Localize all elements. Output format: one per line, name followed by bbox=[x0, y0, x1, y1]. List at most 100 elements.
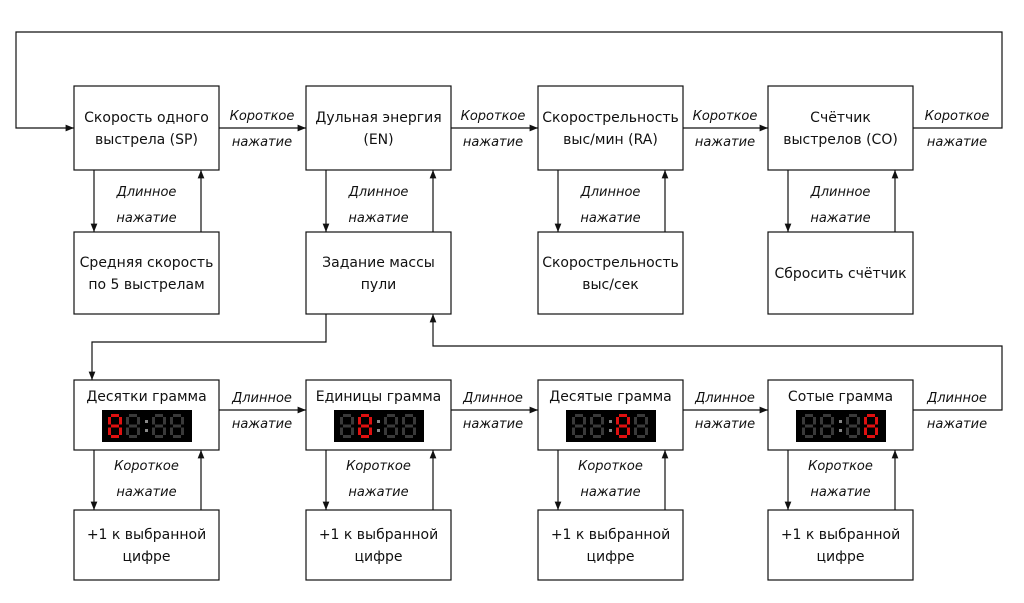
digit-box-tens: Десятки грамма bbox=[73, 379, 220, 451]
segment bbox=[181, 427, 184, 435]
connector bbox=[88, 314, 327, 380]
mode-box-ra-line-2: выс/мин (RA) bbox=[563, 132, 658, 148]
segment bbox=[152, 427, 155, 435]
connector bbox=[15, 31, 1003, 132]
segment bbox=[413, 417, 416, 425]
display-digit-1 bbox=[802, 414, 816, 438]
segment bbox=[805, 414, 813, 417]
segment bbox=[108, 417, 111, 425]
segment bbox=[163, 427, 166, 435]
segment bbox=[849, 414, 857, 417]
segment bbox=[129, 414, 137, 417]
sub-box-reset-frame bbox=[767, 231, 914, 315]
segment bbox=[590, 427, 593, 435]
segment bbox=[413, 427, 416, 435]
short-press-label-top-3: Короткое нажатие bbox=[693, 109, 758, 150]
segment bbox=[867, 414, 875, 417]
display-digit-3 bbox=[616, 414, 630, 438]
long-press-label-mid-4-line-1: Длинное bbox=[810, 185, 871, 200]
short-press-label-bottom-3-line-1: Короткое bbox=[578, 459, 643, 474]
short-press-label-top-3-line-2: нажатие bbox=[695, 135, 755, 150]
segment bbox=[129, 424, 137, 428]
segment bbox=[864, 417, 867, 425]
sub-box-rate-frame bbox=[537, 231, 684, 315]
mode-box-co-line-2: выстрелов (CO) bbox=[783, 132, 898, 148]
digit-box-title: Единицы грамма bbox=[316, 389, 441, 405]
segment bbox=[619, 435, 627, 438]
increment-box-2-line-2: цифре bbox=[354, 549, 402, 565]
segment bbox=[361, 424, 369, 428]
short-press-label-top-3-line-1: Короткое bbox=[693, 109, 758, 124]
increment-box-2-frame bbox=[305, 509, 452, 581]
display-digit-2 bbox=[358, 414, 372, 438]
display-digit-3 bbox=[846, 414, 860, 438]
segment bbox=[864, 427, 867, 435]
segment bbox=[867, 435, 875, 438]
mode-box-en-line-1: Дульная энергия bbox=[315, 110, 441, 126]
segment bbox=[601, 427, 604, 435]
long-press-label-digit-1-line-1: Длинное bbox=[231, 391, 292, 406]
mode-box-en: Дульная энергия (EN) bbox=[305, 85, 452, 171]
segment bbox=[572, 427, 575, 435]
segment bbox=[343, 414, 351, 417]
segment bbox=[111, 435, 119, 438]
segment bbox=[137, 427, 140, 435]
segment bbox=[601, 417, 604, 425]
segment bbox=[813, 427, 816, 435]
digit-box-units: Единицы грамма bbox=[305, 379, 452, 451]
digit-box-title: Десятки грамма bbox=[86, 389, 206, 405]
segment bbox=[805, 435, 813, 438]
mode-box-co-frame bbox=[767, 85, 914, 171]
segment bbox=[849, 435, 857, 438]
segment bbox=[155, 424, 163, 428]
increment-box-3-line-2: цифре bbox=[586, 549, 634, 565]
display-colon-dot bbox=[839, 429, 842, 432]
segment bbox=[875, 417, 878, 425]
segment bbox=[575, 414, 583, 417]
short-press-label-top-2-line-2: нажатие bbox=[463, 135, 523, 150]
segment bbox=[634, 417, 637, 425]
segment bbox=[637, 424, 645, 428]
segment bbox=[813, 417, 816, 425]
segment bbox=[405, 435, 413, 438]
press-labels: КороткоенажатиеКороткоенажатиеКороткоена… bbox=[114, 109, 989, 500]
sub-box-reset: Сбросить счётчик bbox=[767, 231, 914, 315]
segment bbox=[627, 427, 630, 435]
segment bbox=[351, 427, 354, 435]
sub-box-avg-line-1: Средняя скорость bbox=[80, 255, 214, 271]
long-press-label-digit-2-line-2: нажатие bbox=[463, 417, 523, 432]
display-colon-dot bbox=[609, 420, 612, 423]
digit-box-tenths: Десятые грамма bbox=[537, 379, 684, 451]
segment bbox=[119, 417, 122, 425]
digit-box-hundredths: Сотые грамма bbox=[767, 379, 914, 451]
segment bbox=[645, 427, 648, 435]
segment bbox=[583, 417, 586, 425]
segment bbox=[119, 427, 122, 435]
display-digit-2 bbox=[590, 414, 604, 438]
segment bbox=[820, 417, 823, 425]
segment bbox=[340, 417, 343, 425]
segment bbox=[395, 427, 398, 435]
segment bbox=[384, 417, 387, 425]
long-press-label-mid-2-line-2: нажатие bbox=[348, 211, 408, 226]
segment bbox=[637, 435, 645, 438]
mode-box-sp-line-1: Скорость одного bbox=[84, 110, 209, 126]
short-press-label-bottom-1-line-2: нажатие bbox=[116, 485, 176, 500]
display-colon-dot bbox=[839, 420, 842, 423]
increment-box-4-line-2: цифре bbox=[816, 549, 864, 565]
mode-box-en-line-2: (EN) bbox=[363, 132, 393, 148]
segment bbox=[637, 414, 645, 417]
increment-box-4-line-1: +1 к выбранной bbox=[781, 527, 900, 543]
segment bbox=[358, 427, 361, 435]
segment bbox=[126, 417, 129, 425]
display-digit-3 bbox=[384, 414, 398, 438]
display-digit-4 bbox=[402, 414, 416, 438]
